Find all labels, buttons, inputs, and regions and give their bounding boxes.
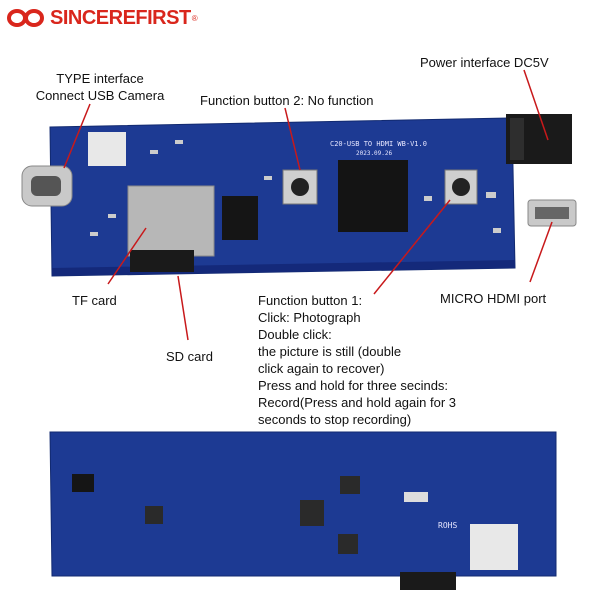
brand-name: SINCEREFIRST — [50, 6, 191, 29]
label-power-interface: Power interface DC5V — [420, 55, 549, 70]
fb1-line: Double click: — [258, 327, 332, 342]
fb1-line: the picture is still (double — [258, 344, 402, 359]
fb1-line: Press and hold for three secinds: — [258, 378, 449, 393]
label-micro-hdmi: MICRO HDMI port — [440, 291, 547, 306]
label-type-interface: TYPE interface Connect USB Camera — [20, 70, 180, 104]
label-function-button-1: Function button 1: Click: Photograph Dou… — [258, 292, 456, 428]
fb1-line: Function button 1: — [258, 293, 363, 308]
brand-logo: SINCEREFIRST ® — [6, 4, 198, 32]
label-type-interface-line1: TYPE interface — [56, 71, 144, 86]
board-model-text: C20-USB TO HDMI WB-V1.0 — [330, 140, 427, 148]
fb1-line: Record(Press and hold again for 3 — [258, 395, 457, 410]
label-type-interface-line2: Connect USB Camera — [35, 88, 165, 103]
board-date-text: 2023.09.26 — [356, 150, 393, 157]
fb1-line: seconds to stop recording) — [258, 412, 412, 427]
brand-registered-mark: ® — [191, 13, 198, 23]
fb1-line: Click: Photograph — [258, 310, 361, 325]
label-tf-card: TF card — [72, 293, 117, 308]
board-rohs-text: ROHS — [438, 521, 457, 530]
label-sd-card: SD card — [166, 349, 213, 364]
label-function-button-2: Function button 2: No function — [200, 93, 374, 108]
brand-logo-icon — [7, 9, 44, 27]
fb1-line: click again to recover) — [258, 361, 385, 376]
